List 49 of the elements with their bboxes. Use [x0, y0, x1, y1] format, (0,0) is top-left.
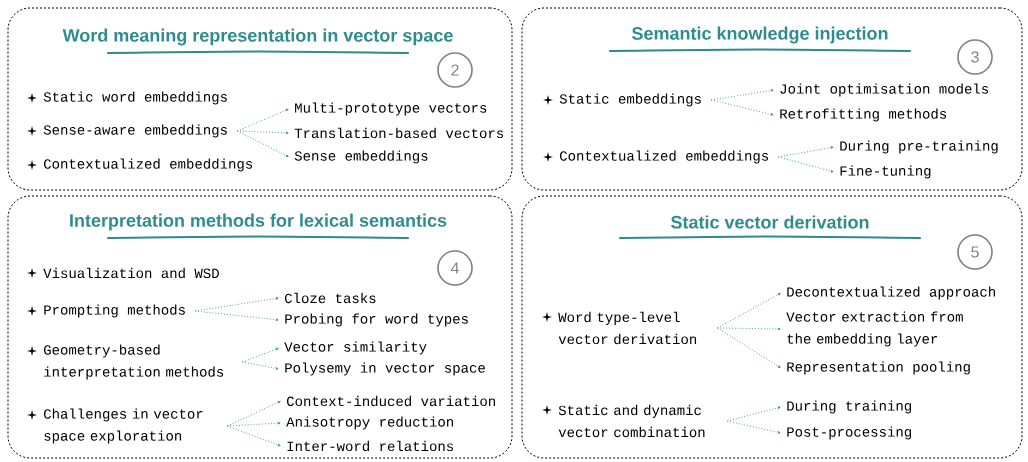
list-item: Representation pooling: [787, 361, 970, 375]
arrow: [194, 310, 279, 321]
list-item: Cloze tasks: [285, 292, 376, 304]
list-item: Post-processing: [787, 426, 911, 440]
list-item: Decontextualized approach: [787, 286, 995, 300]
list-item: Probing for word types: [285, 313, 468, 327]
list-item: Translation-based vectors: [294, 127, 504, 139]
list-item: Contextualized embeddings: [44, 158, 253, 172]
list-item: Visualization and WSD: [43, 267, 219, 279]
circled-number: 5: [957, 234, 993, 270]
panel-title: Semantic knowledge injection: [632, 26, 888, 44]
panel-title: Interpretation methods for lexical semantics: [70, 213, 447, 231]
list-item: Context-induced variation: [287, 395, 495, 407]
panel-title: Word meaning representation in vector space: [62, 28, 453, 46]
list-item: Static embeddings: [559, 93, 701, 107]
list-item: Inter-word relations: [287, 440, 454, 452]
arrow: [710, 99, 774, 116]
circled-number: 3: [957, 39, 993, 75]
list-item: Challenges in vector space exploration: [44, 408, 203, 444]
arrow: [778, 146, 834, 158]
list-item: Contextualized embeddings: [559, 150, 769, 164]
list-item: Sense-aware embeddings: [43, 124, 227, 138]
list-item: Anisotropy reduction: [286, 416, 453, 430]
arrow: [226, 421, 281, 427]
list-item: Retrofitting methods: [780, 108, 947, 122]
arrow: [726, 420, 781, 434]
list-item: Multi-prototype vectors: [295, 102, 487, 116]
list-item: Geometry-based interpretation methods: [44, 344, 224, 380]
panel-title: Static vector derivation: [671, 215, 869, 229]
list-item: Static word embeddings: [43, 91, 227, 105]
list-item: Prompting methods: [44, 304, 185, 318]
list-item: Polysemy in vector space: [285, 362, 485, 376]
list-item: Joint optimisation models: [780, 83, 989, 97]
circled-number: 4: [437, 250, 473, 286]
arrow: [241, 361, 279, 370]
list-item: During training: [787, 400, 911, 414]
arrow: [236, 130, 289, 157]
circled-number: 2: [437, 52, 473, 88]
arrow: [716, 327, 781, 331]
list-item: Word type-level vector derivation: [558, 311, 697, 345]
list-item: Fine-tuning: [840, 165, 931, 179]
list-item: Vector extraction from the embedding layer: [786, 311, 963, 347]
list-item: Static and dynamic vector combination: [558, 404, 705, 438]
arrow: [226, 425, 281, 447]
arrow: [716, 327, 781, 368]
list-item: Vector similarity: [284, 341, 427, 355]
list-item: Sense embeddings: [294, 150, 428, 164]
list-item: During pre-training: [840, 140, 998, 154]
arrow: [778, 156, 834, 173]
